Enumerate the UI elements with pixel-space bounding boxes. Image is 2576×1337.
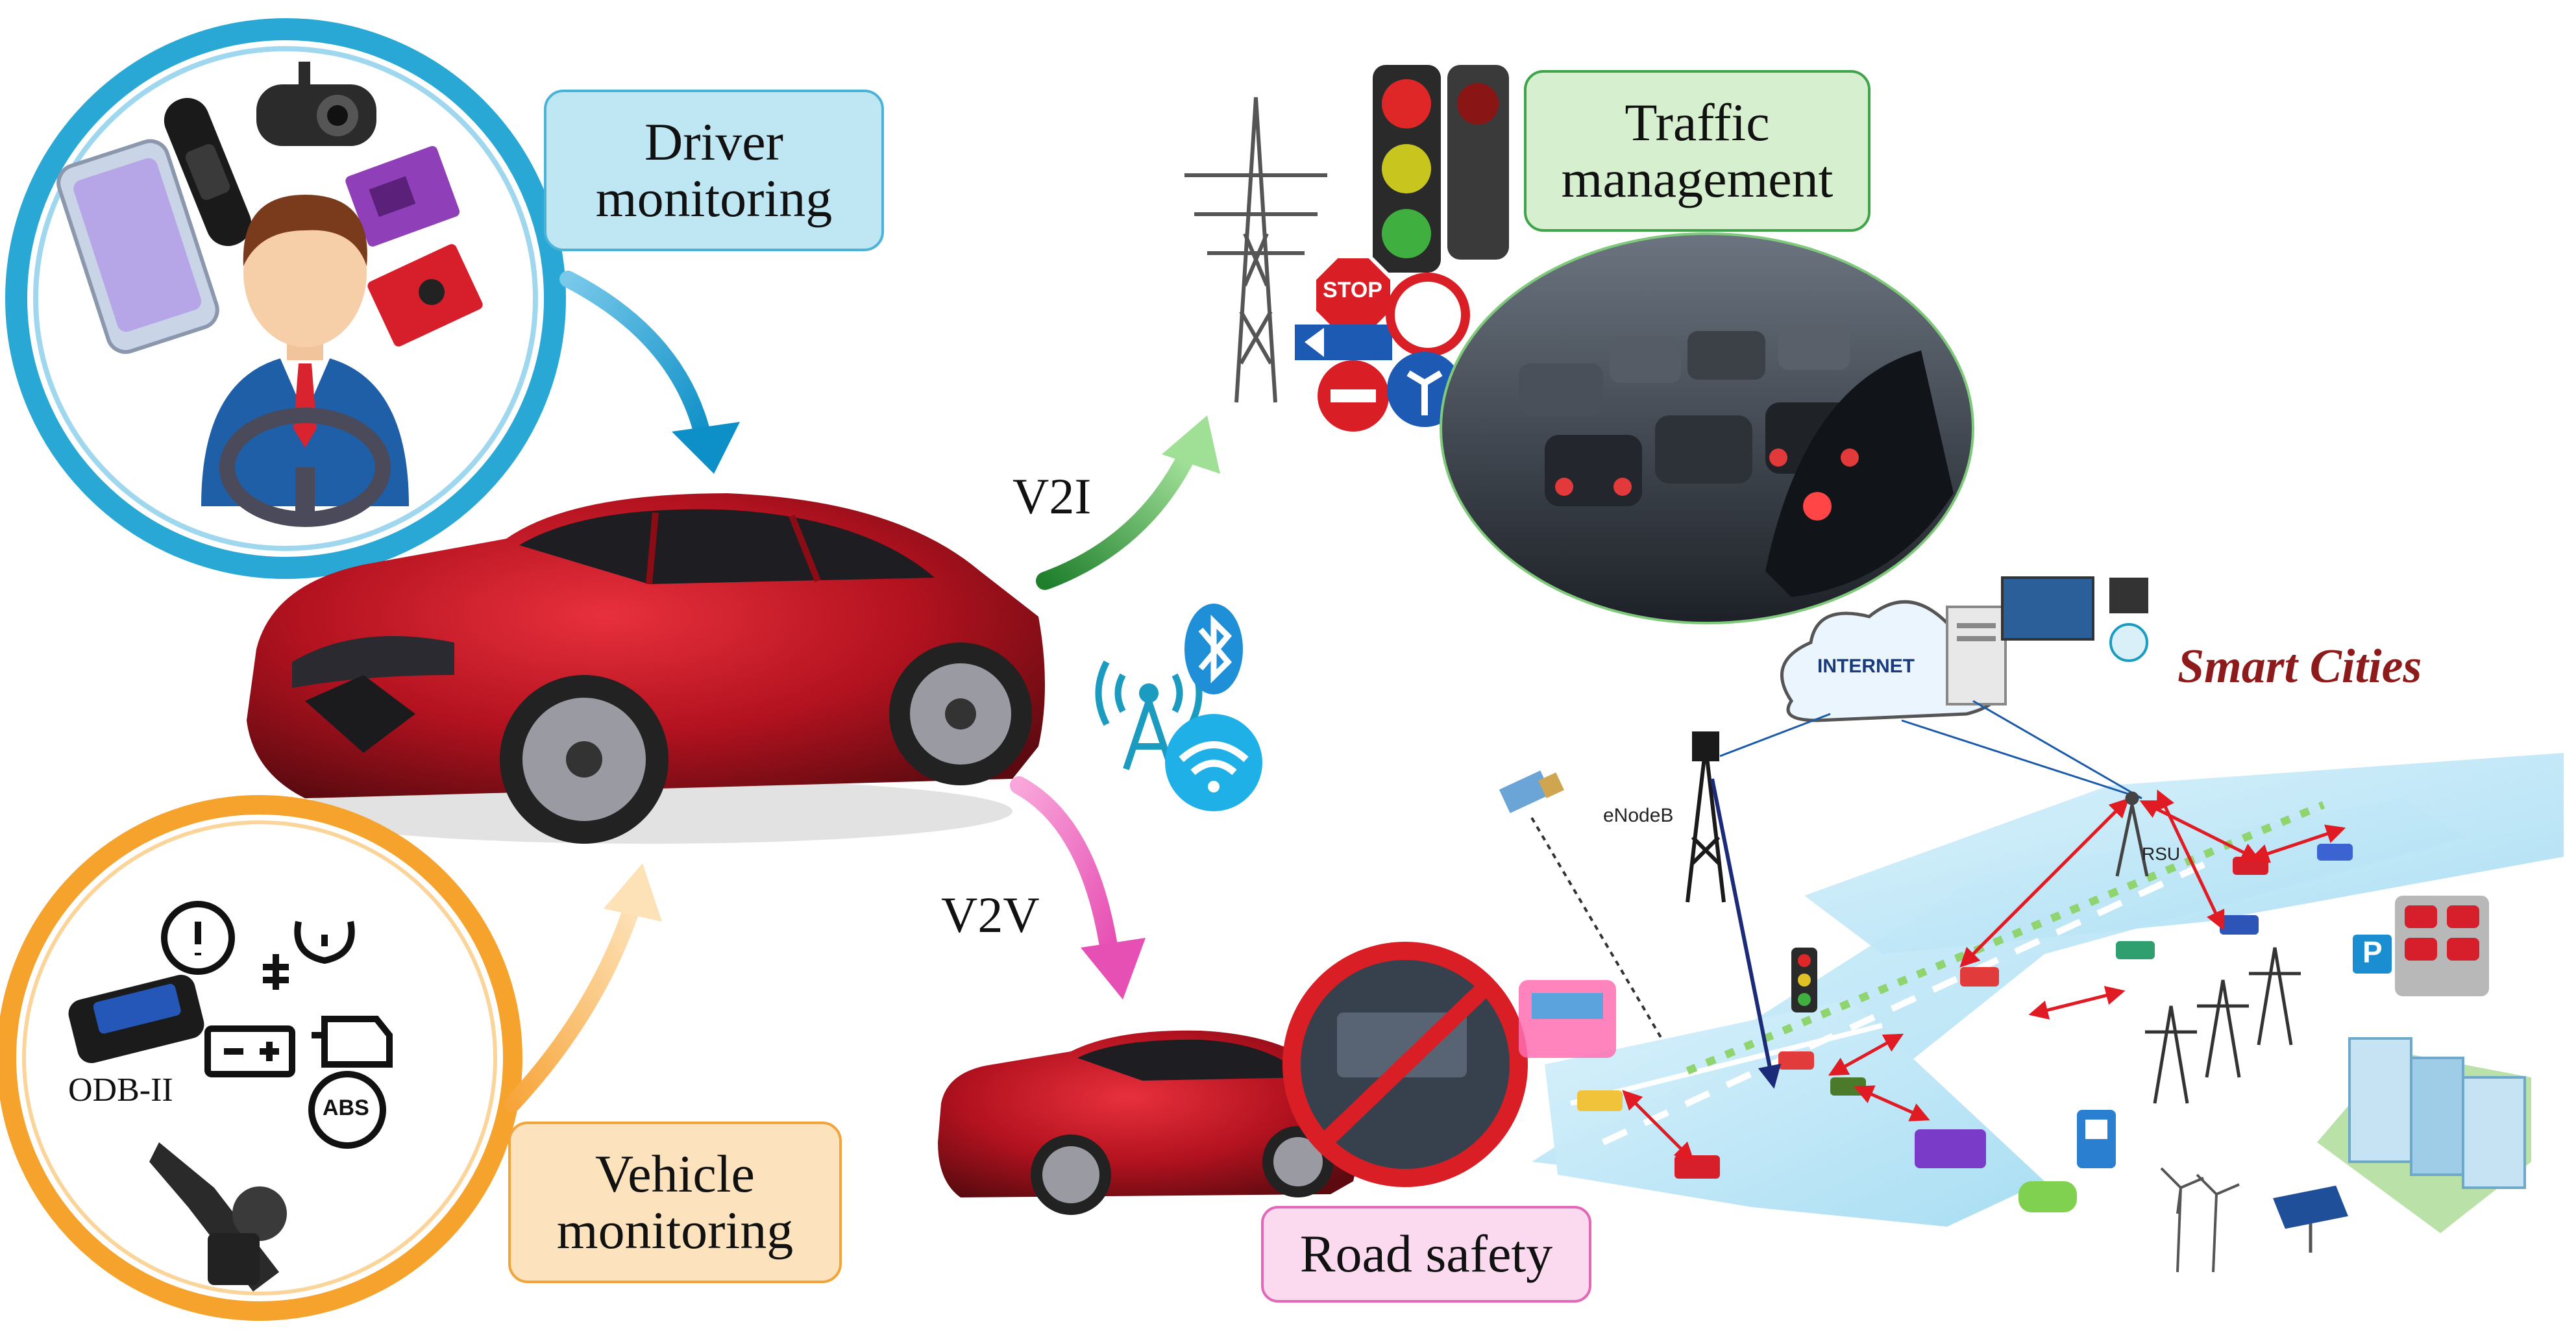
tpms-sensor-icon — [149, 1142, 287, 1292]
rsu-tower-icon — [2115, 791, 2149, 877]
dashcam-icon — [256, 62, 376, 146]
smartphone-icon — [56, 139, 219, 354]
road-safety-label-box: Road safety — [1262, 1207, 1590, 1301]
parking-label: P — [2362, 935, 2383, 969]
satellite-link — [1530, 816, 1663, 1040]
stop-sign-label: STOP — [1323, 278, 1382, 302]
traffic-management-label: Traffic management — [1561, 93, 1834, 208]
driver-monitoring-label-box: Driver monitoring — [545, 91, 883, 250]
warning-light-icons — [161, 901, 393, 1149]
smart-cities-title: Smart Cities — [2177, 640, 2422, 693]
driver-monitoring-box — [544, 90, 884, 251]
second-car-image — [938, 1030, 1359, 1215]
satellite-icon — [1499, 770, 1564, 813]
traffic-management-box — [1524, 70, 1871, 232]
driver-to-car-arrow — [559, 271, 740, 474]
wifi-icon — [1165, 714, 1262, 811]
ev-charger-icon — [2077, 1110, 2116, 1168]
vehicle-monitoring-circle — [0, 795, 522, 1321]
solar-panel-icon — [2270, 1183, 2351, 1253]
no-phone-while-driving-icon — [1282, 942, 1528, 1187]
driver-avatar-icon — [201, 195, 409, 527]
v2v-arrow — [1010, 776, 1146, 1000]
v2v-label: V2V — [941, 887, 1040, 943]
road-safety-label: Road safety — [1299, 1224, 1553, 1284]
enodeb-tower-icon — [1686, 731, 1726, 903]
vehicle-monitoring-label: Vehicle monitoring — [556, 1144, 794, 1260]
v2i-arrow — [1036, 415, 1220, 590]
enodeb-link — [1710, 778, 1782, 1089]
sensor-board-icon — [367, 244, 483, 347]
rsu-label: RSU — [2142, 844, 2181, 864]
obd-scanner-icon — [68, 974, 204, 1064]
vehicle-to-car-arrow — [504, 863, 662, 1112]
internet-links — [1719, 700, 2142, 800]
main-car-image — [247, 493, 1045, 844]
vehicle-monitoring-box — [508, 1122, 842, 1283]
power-tower-icon — [1184, 97, 1327, 403]
driver-monitoring-label: Driver monitoring — [595, 112, 833, 228]
wind-turbine-icon — [2160, 1167, 2240, 1273]
parking-icon — [2353, 896, 2489, 996]
traffic-jam-image — [1440, 232, 1974, 624]
enodeb-label: eNodeB — [1603, 805, 1674, 826]
v2i-label: V2I — [1012, 468, 1092, 524]
traffic-light-icon — [1373, 65, 1509, 273]
odb-label: ODB-II — [68, 1072, 173, 1109]
internet-label: INTERNET — [1817, 656, 1915, 677]
bluetooth-icon — [1184, 604, 1243, 694]
small-traffic-light-icon — [1791, 948, 1817, 1012]
smart-city-links — [1622, 789, 2346, 1162]
vehicle-monitoring-label-box: Vehicle monitoring — [509, 1123, 840, 1282]
sensor-board-icon — [345, 146, 460, 247]
building-icon — [2317, 1037, 2531, 1233]
pylon-icons — [2145, 947, 2301, 1104]
smartwatch-icon — [164, 97, 252, 247]
server-icon — [1946, 576, 2148, 705]
traffic-management-label-box: Traffic management — [1525, 71, 1869, 230]
road-safety-box — [1261, 1206, 1591, 1303]
abs-label: ABS — [323, 1096, 369, 1120]
